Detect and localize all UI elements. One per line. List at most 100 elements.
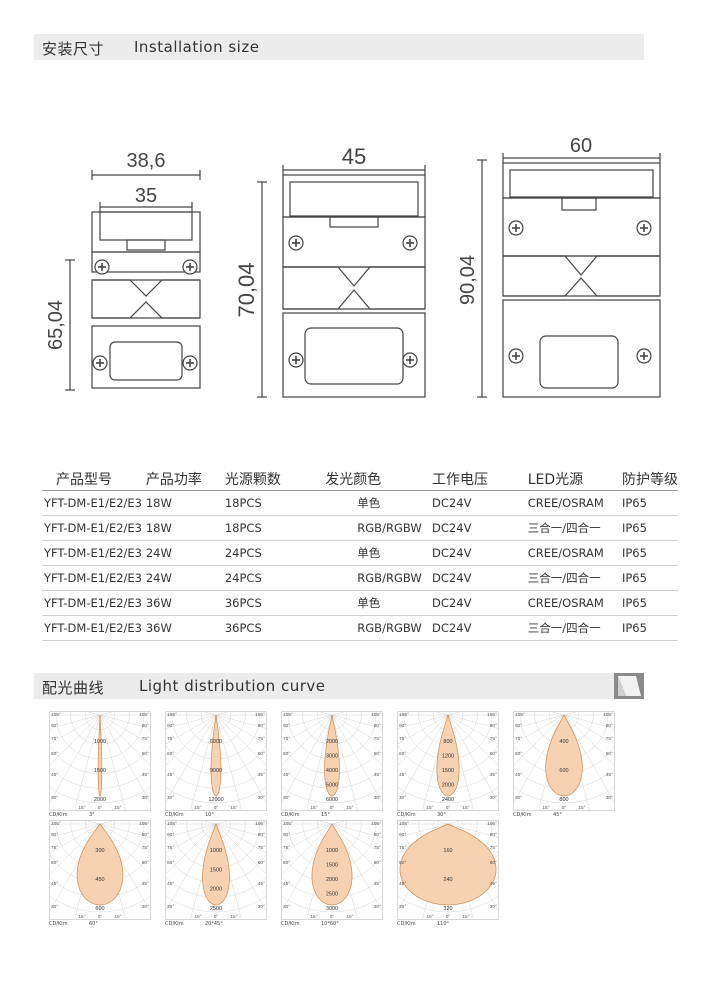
angle-label-bottom: 15° — [426, 914, 433, 920]
light-lobe — [399, 823, 497, 906]
radial-gridline — [49, 823, 101, 854]
angle-label-right: 75° — [142, 736, 149, 742]
angle-label-left: 45° — [167, 881, 174, 887]
table-cell: YFT-DM-E1/E2/E3 — [42, 615, 146, 641]
table-cell: CREE/OSRAM — [518, 540, 622, 566]
angle-label-right: 75° — [142, 845, 149, 851]
table-cell: CREE/OSRAM — [518, 490, 622, 516]
angle-label-right: 30° — [374, 795, 381, 801]
angle-label-right: 90° — [490, 832, 497, 838]
radial-gridline — [397, 823, 449, 838]
angle-label-bottom: 0° — [98, 805, 103, 811]
ring-value-label: 1000 — [210, 848, 222, 854]
header-ip: 防护等级 — [621, 468, 678, 491]
angle-label-right: 30° — [142, 904, 149, 910]
table-cell: 36PCS — [224, 615, 318, 641]
angle-label-bottom: 15° — [78, 805, 85, 811]
installation-title-cn: 安装尺寸 — [42, 40, 105, 58]
angle-label-bottom: 0° — [330, 914, 335, 920]
angle-label-left: 75° — [283, 845, 290, 851]
light-lobe — [311, 823, 353, 906]
angle-label-right: 75° — [374, 736, 381, 742]
radial-gridline — [165, 714, 217, 729]
angle-label-right: 60° — [258, 751, 265, 757]
light-title-cn: 配光曲线 — [42, 679, 105, 697]
table-cell: DC24V — [427, 615, 519, 641]
table-cell: 单色 — [317, 490, 428, 516]
plot-unit-label: CD/Klm — [281, 812, 300, 818]
angle-label-left: 75° — [399, 845, 406, 851]
ring-value-label: 1000 — [326, 848, 338, 854]
angle-label-left: 90° — [51, 723, 58, 729]
ring-value-label: 2500 — [210, 906, 222, 912]
angle-label-left: 90° — [283, 832, 290, 838]
plot-unit-label: CD/Klm — [165, 812, 184, 818]
polar-plot-svg: 10001500200025003000105°90°75°60°45°30°1… — [281, 820, 383, 920]
angle-label-left: 30° — [515, 795, 522, 801]
radial-gridline — [281, 823, 333, 838]
ring-value-label: 1500 — [442, 768, 454, 774]
plot-unit-label: CD/Klm — [49, 921, 68, 927]
ring-value-label: 800 — [443, 739, 452, 745]
angle-label-right: 75° — [258, 736, 265, 742]
angle-label-right: 105° — [371, 712, 381, 718]
radial-gridline — [447, 714, 499, 729]
angle-label-left: 45° — [515, 772, 522, 778]
ring-value-label: 2000 — [326, 877, 338, 883]
polar-plot-svg: 20003000400050006000105°90°75°60°45°30°1… — [281, 711, 383, 811]
radial-gridline — [49, 714, 101, 745]
radial-gridline — [215, 714, 267, 767]
angle-label-right: 60° — [142, 751, 149, 757]
angle-label-left: 60° — [399, 751, 406, 757]
radial-gridline — [447, 714, 499, 745]
angle-label-right: 45° — [142, 772, 149, 778]
table-cell: 18W — [145, 515, 225, 541]
table-cell: DC24V — [427, 490, 519, 516]
ring-value-label: 800 — [559, 797, 568, 803]
angle-label-left: 30° — [167, 795, 174, 801]
table-cell: 三合一/四合一 — [518, 615, 622, 641]
plot-unit-label: CD/Klm — [281, 921, 300, 927]
polar-plot-svg: 6000900012000105°90°75°60°45°30°105°90°7… — [165, 711, 267, 811]
angle-label-left: 45° — [399, 772, 406, 778]
angle-label-right: 105° — [139, 712, 149, 718]
table-cell: 单色 — [317, 590, 428, 616]
spec-table: 产品型号 产品功率 光源颗数 发光颜色 工作电压 LED光源 防护等级 YFT-… — [42, 468, 678, 641]
angle-label-right: 45° — [258, 772, 265, 778]
ring-value-label: 5000 — [326, 783, 338, 789]
radial-gridline — [281, 714, 333, 729]
table-cell: YFT-DM-E1/E2/E3 — [42, 515, 146, 541]
angle-label-left: 45° — [167, 772, 174, 778]
table-cell: RGB/RGBW — [317, 515, 428, 541]
angle-label-right: 75° — [606, 736, 613, 742]
angle-label-left: 90° — [167, 832, 174, 838]
angle-label-right: 90° — [490, 723, 497, 729]
ring-gridline — [281, 895, 383, 913]
angle-label-left: 105° — [51, 712, 61, 718]
ring-value-label: 6000 — [210, 739, 222, 745]
ring-value-label: 1500 — [94, 768, 106, 774]
table-cell: IP65 — [621, 590, 678, 616]
angle-label-left: 75° — [51, 845, 58, 851]
plot-unit-label: CD/Klm — [397, 812, 416, 818]
radial-gridline — [215, 823, 267, 913]
radial-gridline — [165, 823, 217, 838]
table-cell: DC24V — [427, 540, 519, 566]
ring-gridline — [397, 786, 499, 804]
table-cell: 三合一/四合一 — [518, 565, 622, 591]
angle-label-bottom: 15° — [346, 914, 353, 920]
radial-gridline — [165, 714, 217, 745]
angle-label-right: 45° — [374, 881, 381, 887]
radial-gridline — [331, 823, 383, 854]
polar-plot-svg: 8001200150020002400105°90°75°60°45°30°10… — [397, 711, 499, 811]
angle-label-right: 105° — [487, 821, 497, 827]
polar-plot-svg: 300450600105°90°75°60°45°30°105°90°75°60… — [49, 820, 151, 920]
angle-label-bottom: 15° — [310, 914, 317, 920]
angle-label-left: 60° — [399, 860, 406, 866]
